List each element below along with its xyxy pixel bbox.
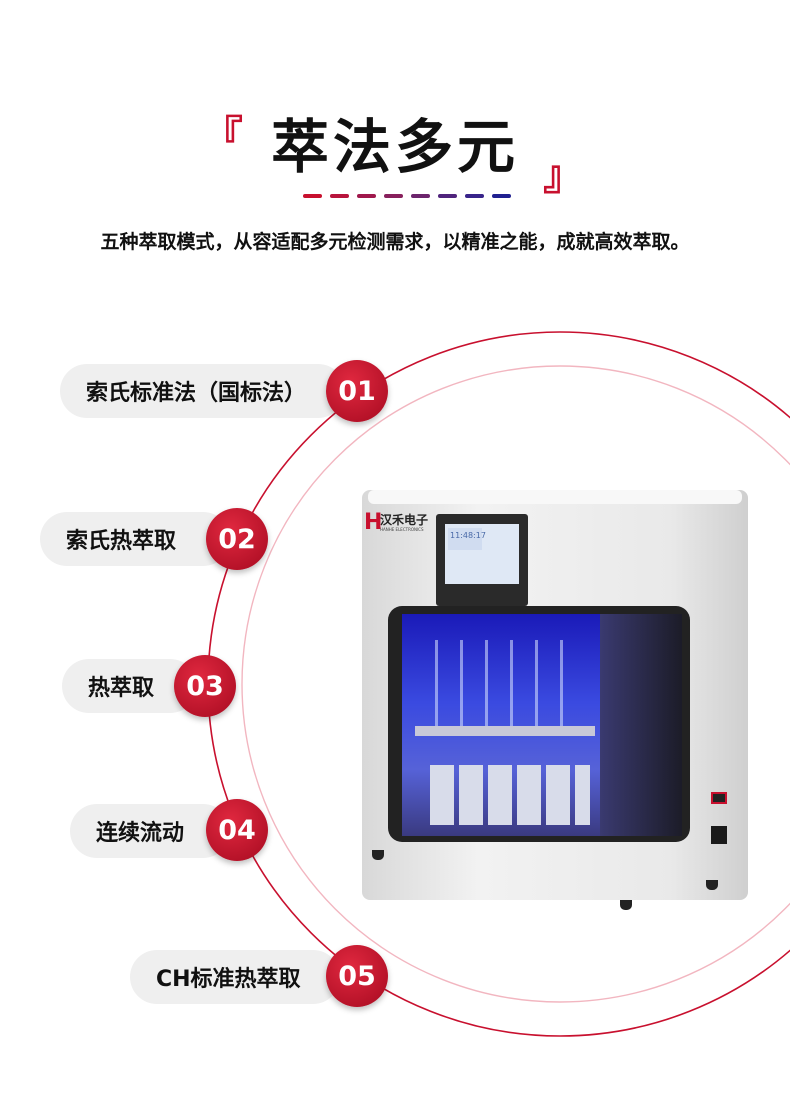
divider-dash	[438, 194, 457, 198]
mode-label: 索氏热萃取	[66, 529, 177, 554]
mode-label: CH标准热萃取	[156, 967, 301, 992]
chamber-shadow	[600, 614, 682, 836]
title-text: 萃法多元	[270, 113, 519, 181]
mode-pill-4: 连续流动	[70, 804, 230, 858]
mode-badge-1: 01	[326, 360, 388, 422]
mode-badge-3: 03	[174, 655, 236, 717]
divider-dash	[492, 194, 511, 198]
rack-shelf	[415, 726, 595, 736]
divider-dash	[303, 194, 322, 198]
mode-label: 热萃取	[88, 676, 155, 701]
subtitle: 五种萃取模式，从容适配多元检测需求，以精准之能，成就高效萃取。	[100, 231, 690, 253]
mode-badge-2: 02	[206, 508, 268, 570]
mode-badge-5: 05	[326, 945, 388, 1007]
device-top	[368, 490, 742, 504]
mode-pill-3: 热萃取	[62, 659, 197, 713]
touch-screen[interactable]: 11:48:17	[445, 524, 519, 584]
divider-dash	[357, 194, 376, 198]
logo-icon: H	[364, 510, 383, 535]
divider-dash	[384, 194, 403, 198]
foot	[706, 880, 718, 890]
divider-dash	[465, 194, 484, 198]
mode-pill-5: CH标准热萃取	[130, 950, 340, 1004]
foot	[620, 900, 632, 910]
power-switch[interactable]	[711, 792, 727, 804]
mode-pill-1: 索氏标准法（国标法）	[60, 364, 345, 418]
page-title: 『 萃法多元 』	[0, 100, 790, 201]
mode-pill-2: 索氏热萃取	[40, 512, 230, 566]
logo-sub: HANHE ELECTRONICS	[380, 527, 424, 532]
logo-text: 汉禾电子	[380, 513, 429, 527]
bracket-close: 』	[543, 152, 588, 199]
title-divider	[303, 194, 511, 198]
beakers	[430, 765, 590, 825]
inner-circle	[241, 365, 790, 1003]
mode-label: 连续流动	[96, 821, 185, 846]
foot	[372, 850, 384, 860]
bracket-open: 『	[202, 112, 247, 159]
condensers	[435, 640, 585, 726]
mode-label: 索氏标准法（国标法）	[86, 381, 307, 406]
mode-badge-4: 04	[206, 799, 268, 861]
divider-dash	[330, 194, 349, 198]
screen-time: 11:48:17	[448, 528, 486, 550]
power-socket	[711, 826, 727, 844]
divider-dash	[411, 194, 430, 198]
